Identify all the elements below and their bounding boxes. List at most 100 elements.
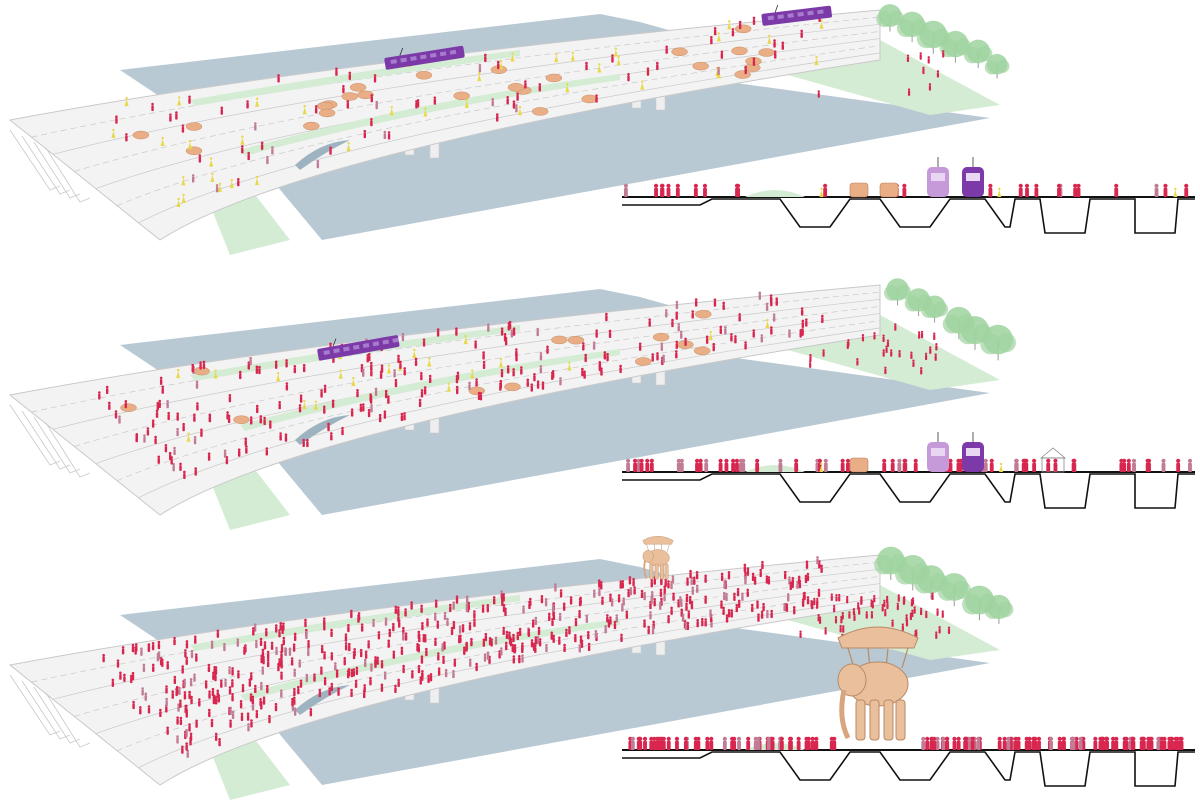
planter-mound — [745, 465, 805, 472]
pedestrian-figure — [175, 687, 178, 697]
pedestrian-figure — [759, 568, 763, 578]
pedestrian-figure — [646, 67, 650, 76]
pedestrian-figure — [687, 610, 691, 619]
pedestrian-figure — [686, 621, 690, 631]
pedestrian-figure — [640, 589, 644, 599]
cyclist-figure — [819, 19, 824, 29]
pedestrian-figure — [1122, 458, 1127, 472]
pedestrian-figure — [132, 700, 135, 710]
pedestrian-figure — [1154, 183, 1159, 197]
pedestrian-figure — [688, 595, 692, 605]
pedestrian-figure — [751, 572, 755, 581]
pedestrian-figure — [370, 663, 373, 672]
pedestrian-figure — [956, 736, 961, 750]
pedestrian-figure — [291, 697, 294, 707]
pedestrian-figure — [628, 576, 632, 585]
pedestrian-figure — [280, 650, 283, 660]
pedestrian-figure — [241, 684, 245, 693]
pedestrian-figure — [342, 84, 345, 94]
pedestrian-figure — [255, 365, 259, 374]
pedestrian-figure — [247, 723, 250, 732]
pedestrian-figure — [347, 623, 350, 633]
pedestrian-figure — [111, 678, 115, 687]
pedestrian-figure — [401, 632, 405, 641]
pedestrian-figure — [422, 338, 426, 347]
pedestrian-figure — [293, 687, 296, 697]
pedestrian-figure — [397, 678, 400, 687]
pedestrian-figure — [722, 736, 727, 750]
pedestrian-figure — [649, 736, 654, 750]
pedestrian-figure — [384, 617, 388, 626]
pedestrian-figure — [713, 26, 717, 36]
pedestrian-figure — [604, 625, 607, 634]
pedestrian-figure — [550, 371, 554, 380]
underpass-opening — [295, 415, 350, 445]
cyclist-figure — [217, 182, 222, 192]
pedestrian-figure — [898, 349, 901, 358]
pedestrian-figure — [772, 313, 776, 322]
pedestrian-figure — [615, 614, 619, 623]
pedestrian-figure — [691, 310, 695, 319]
pedestrian-figure — [423, 386, 427, 395]
planter-mound — [745, 190, 805, 197]
pedestrian-figure — [650, 579, 654, 588]
pedestrian-figure — [734, 335, 737, 344]
pedestrian-figure — [426, 618, 429, 627]
pedestrian-figure — [737, 599, 741, 608]
pedestrian-figure — [948, 458, 953, 472]
pedestrian-figure — [724, 326, 727, 335]
pedestrian-figure — [224, 678, 227, 687]
pedestrian-figure — [684, 337, 687, 346]
pedestrian-figure — [520, 366, 523, 375]
pedestrian-figure — [465, 595, 469, 604]
cyclist-figure — [727, 20, 732, 30]
pedestrian-figure — [661, 736, 666, 750]
pedestrian-figure — [198, 154, 202, 163]
cyclist-figure — [276, 371, 281, 382]
pedestrian-figure — [147, 643, 151, 652]
cyclist-figure — [597, 63, 602, 73]
pedestrian-figure — [491, 97, 495, 107]
pedestrian-figure — [799, 630, 802, 639]
pedestrian-figure — [559, 377, 562, 386]
ramp-line — [9, 404, 61, 466]
pedestrian-figure — [815, 601, 819, 609]
pedestrian-figure — [1100, 736, 1106, 750]
pedestrian-figure — [757, 613, 760, 622]
pedestrian-figure — [166, 661, 170, 670]
pedestrian-figure — [346, 100, 350, 109]
pedestrian-figure — [820, 564, 823, 573]
underpass-opening — [295, 140, 350, 170]
pedestrian-figure — [746, 567, 750, 576]
pedestrian-figure — [861, 333, 865, 342]
pedestrian-figure — [255, 404, 259, 414]
pedestrian-figure — [720, 572, 724, 581]
pedestrian-figure — [251, 695, 255, 704]
pedestrian-figure — [211, 687, 215, 697]
pedestrian-figure — [936, 70, 940, 78]
pedestrian-figure — [521, 642, 524, 651]
pedestrian-figure — [882, 458, 887, 472]
lane-line — [138, 52, 881, 224]
pedestrian-figure — [468, 622, 472, 631]
pedestrian-figure — [299, 679, 303, 688]
pedestrian-figure — [585, 61, 588, 71]
pedestrian-figure — [512, 655, 516, 664]
pedestrian-figure — [274, 702, 278, 712]
pedestrian-figure — [108, 401, 111, 410]
pedestrian-figure — [1148, 736, 1153, 750]
pedestrian-figure — [473, 610, 476, 619]
pedestrian-figure — [730, 609, 734, 618]
pedestrian-figure — [667, 580, 670, 589]
pedestrian-figure — [727, 609, 731, 618]
pedestrian-figure — [98, 391, 101, 400]
pedestrian-figure — [280, 660, 283, 669]
pedestrian-figure — [417, 664, 421, 674]
car-icon — [185, 122, 203, 131]
pedestrian-figure — [545, 643, 548, 653]
pedestrian-figure — [380, 683, 384, 692]
pedestrian-figure — [394, 684, 397, 694]
pedestrian-figure — [537, 626, 541, 636]
pedestrian-figure — [269, 420, 272, 429]
